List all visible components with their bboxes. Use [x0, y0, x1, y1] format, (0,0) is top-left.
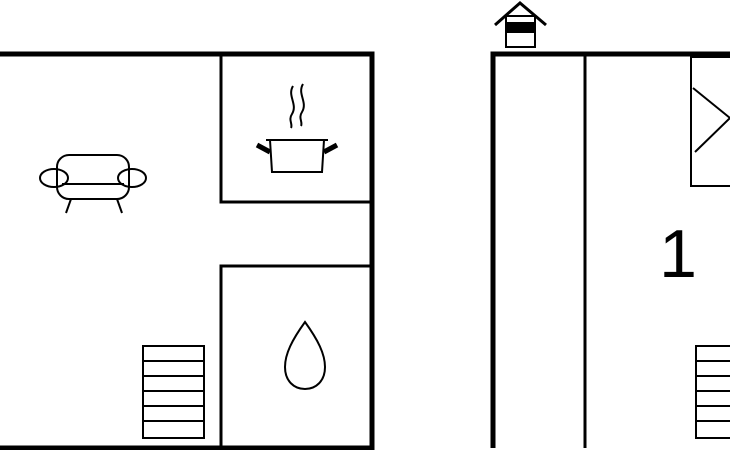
stairs-icon	[142, 345, 205, 439]
bed-icon	[690, 56, 730, 187]
cooking-pot-icon	[255, 83, 339, 173]
left-floor	[0, 51, 375, 450]
sofa-icon	[39, 154, 147, 214]
right-floor: 1	[490, 1, 730, 448]
bedroom-number: 1	[659, 216, 697, 292]
kitchen-wall	[219, 54, 372, 204]
stairs-icon	[695, 345, 730, 439]
house-icon	[494, 1, 547, 48]
right-floor-outer-wall	[490, 51, 730, 448]
water-drop-icon	[283, 320, 327, 391]
bathroom-wall	[219, 264, 372, 448]
left-floor-outer-wall	[0, 51, 375, 450]
